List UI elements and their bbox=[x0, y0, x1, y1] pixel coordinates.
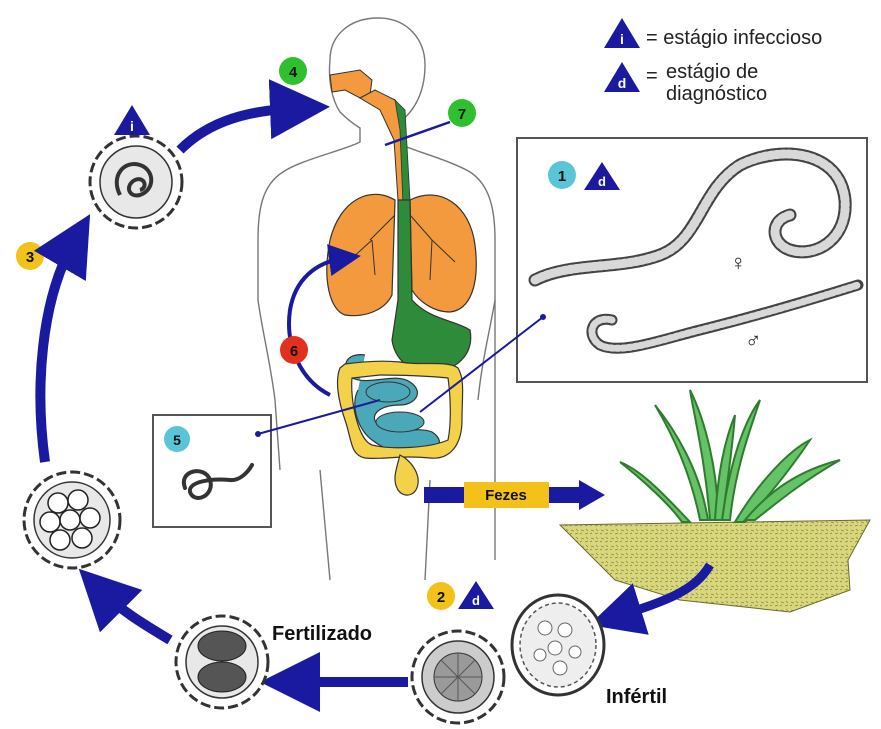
fertilized-egg bbox=[412, 631, 504, 723]
respiratory-tract bbox=[330, 70, 410, 205]
step-5-marker: 5 bbox=[164, 426, 190, 452]
legend-diagnostic-row: d = estágio de diagnóstico bbox=[604, 61, 767, 105]
svg-text:3: 3 bbox=[26, 249, 34, 266]
cycle-arrow-2 bbox=[100, 590, 170, 640]
larva-box: 5 bbox=[153, 415, 271, 527]
soil-with-grass bbox=[560, 390, 870, 612]
svg-text:6: 6 bbox=[290, 343, 298, 360]
legend: i = estágio infeccioso d = estágio de di… bbox=[604, 18, 822, 105]
fertilized-label: Fertilizado bbox=[272, 623, 372, 645]
legend-infective-symbol: i bbox=[620, 31, 624, 47]
cycle-arrow-3 bbox=[40, 240, 75, 462]
svg-text:7: 7 bbox=[458, 106, 466, 123]
legend-infective-text: = estágio infeccioso bbox=[646, 27, 822, 49]
svg-text:5: 5 bbox=[173, 432, 181, 448]
step-1-marker: 1 bbox=[548, 161, 576, 189]
female-symbol: ♀ bbox=[730, 250, 747, 275]
step-4-marker: 4 bbox=[279, 57, 307, 85]
step-3-marker: 3 bbox=[16, 242, 44, 270]
svg-text:1: 1 bbox=[558, 168, 566, 185]
svg-text:i: i bbox=[130, 118, 134, 134]
legend-infective-row: i = estágio infeccioso bbox=[604, 18, 822, 49]
legend-diagnostic-symbol: d bbox=[618, 75, 627, 91]
step-2-marker: 2 bbox=[427, 582, 455, 610]
legend-diagnostic-eq: = bbox=[646, 65, 658, 87]
svg-text:4: 4 bbox=[289, 64, 298, 81]
svg-text:d: d bbox=[598, 174, 606, 189]
svg-text:2: 2 bbox=[437, 589, 445, 606]
feces-arrow: Fezes bbox=[424, 480, 605, 510]
infertile-egg bbox=[512, 595, 604, 695]
legend-diagnostic-text-2: diagnóstico bbox=[666, 83, 767, 105]
step-6-marker: 6 bbox=[280, 336, 308, 364]
feces-label: Fezes bbox=[485, 487, 527, 504]
svg-text:d: d bbox=[472, 593, 480, 608]
step-7-marker: 7 bbox=[448, 99, 476, 127]
legend-diagnostic-text-1: estágio de bbox=[666, 61, 758, 83]
infertile-label: Infértil bbox=[606, 686, 667, 708]
adult-worms-box: 1 d ♀ ♂ bbox=[517, 138, 867, 382]
ingestion-arrow bbox=[180, 108, 300, 150]
two-cell-egg bbox=[176, 616, 268, 708]
embryonated-egg bbox=[90, 136, 182, 228]
multicell-egg bbox=[24, 472, 120, 568]
male-symbol: ♂ bbox=[745, 328, 762, 353]
